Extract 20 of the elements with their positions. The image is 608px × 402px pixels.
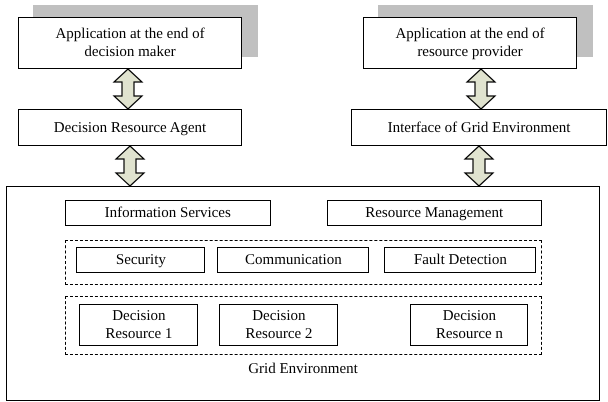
component-box: Decision Resource n (410, 304, 528, 346)
component-box: Security (76, 247, 206, 274)
panel-title: Grid Environment (248, 360, 358, 378)
environment-panel (6, 186, 600, 401)
component-box: Application at the end of resource provider (363, 17, 577, 69)
component-box: Decision Resource Agent (18, 109, 242, 146)
double-arrow (112, 68, 144, 110)
component-box: Fault Detection (384, 247, 536, 274)
component-box: Resource Management (326, 200, 542, 226)
component-box: Information Services (64, 200, 271, 226)
double-arrow (463, 145, 495, 187)
component-box: Communication (217, 247, 370, 274)
component-box: Interface of Grid Environment (351, 109, 607, 146)
component-box: Application at the end of decision maker (18, 17, 242, 69)
double-arrow (465, 68, 497, 110)
component-box: Decision Resource 2 (219, 304, 338, 346)
component-box: Decision Resource 1 (79, 304, 198, 346)
group-box (64, 296, 542, 355)
double-arrow (114, 145, 146, 187)
group-box (64, 240, 542, 285)
